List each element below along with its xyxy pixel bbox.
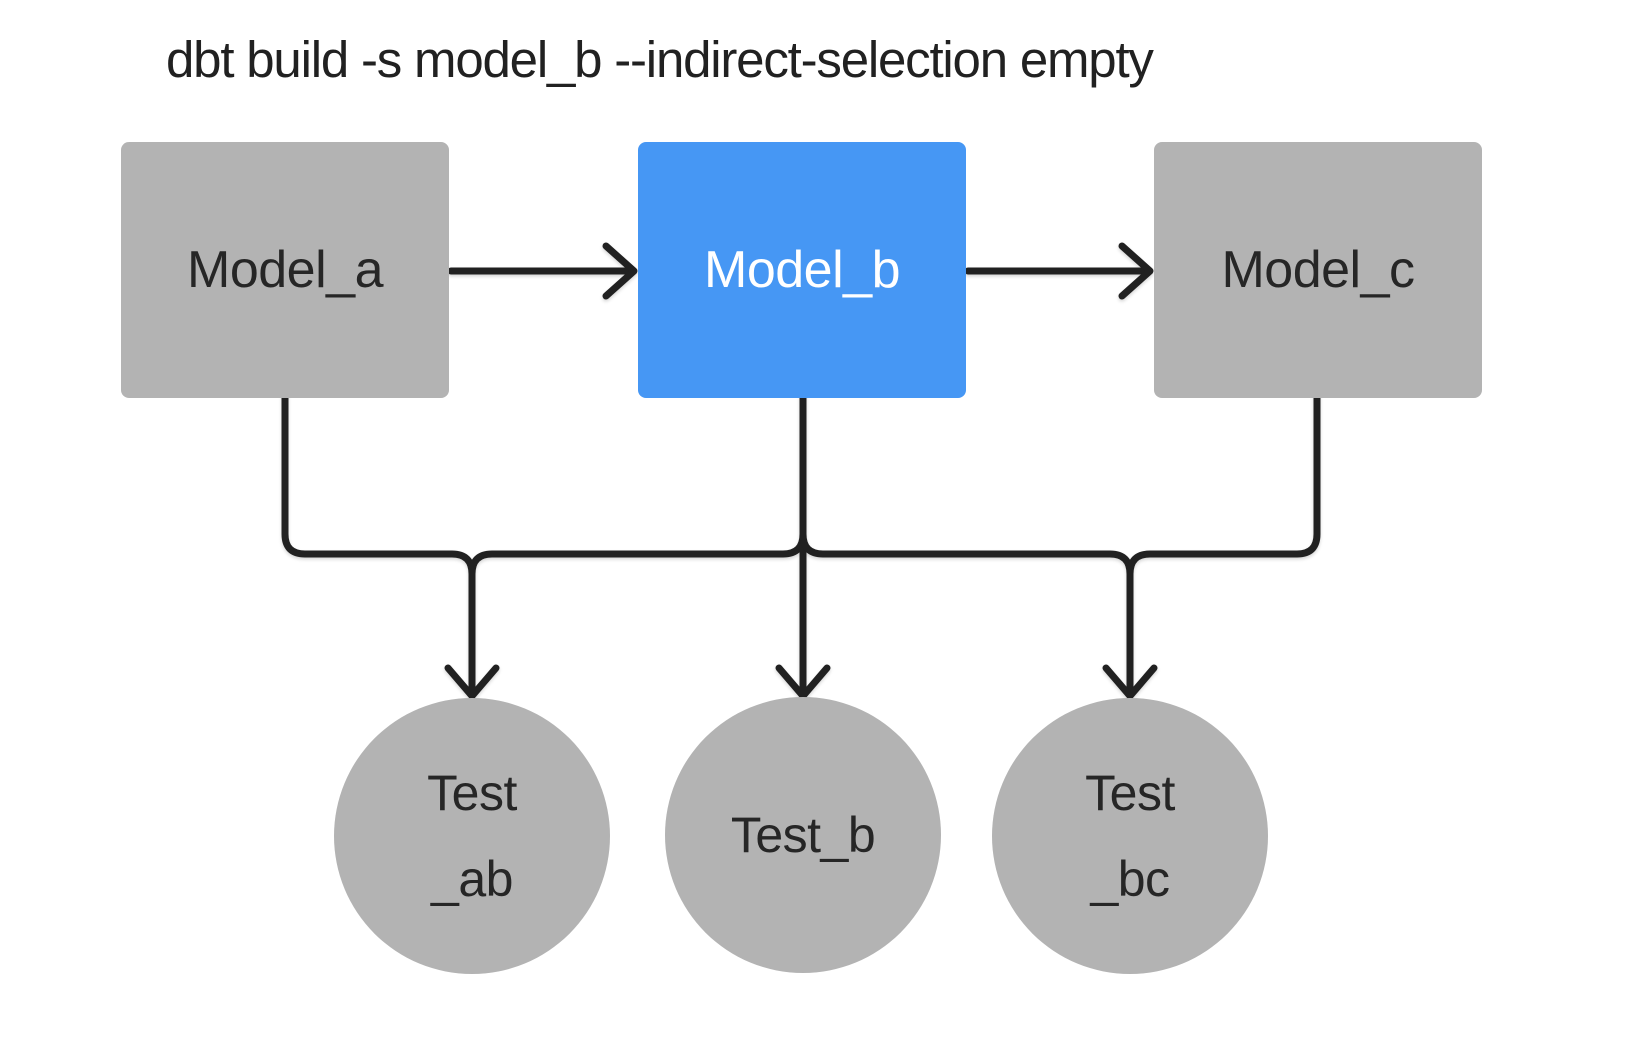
model-b-node-selected: Model_b xyxy=(638,142,966,398)
test-b-label: Test_b xyxy=(730,807,876,863)
model-c-label: Model_c xyxy=(1221,241,1415,299)
model-b-label: Model_b xyxy=(704,241,900,299)
test-ab-label-line-2: _ab xyxy=(431,851,513,907)
arrowhead-test-b-icon xyxy=(775,664,831,700)
test-ab-node: Test _ab xyxy=(334,698,610,974)
edge-model-c-to-test-bc xyxy=(1126,392,1321,698)
edge-model-b-to-test-bc xyxy=(799,392,1134,698)
test-b-node: Test_b xyxy=(665,697,941,973)
model-a-node: Model_a xyxy=(121,142,449,398)
test-bc-node: Test _bc xyxy=(992,698,1268,974)
arrowhead-model-b-icon xyxy=(602,242,638,300)
arrowhead-test-ab-icon xyxy=(444,664,500,700)
arrowhead-test-bc-icon xyxy=(1102,664,1158,700)
test-bc-label-line-1: Test xyxy=(1085,765,1175,821)
test-bc-label-line-2: _bc xyxy=(1090,851,1170,907)
edge-model-a-to-test-ab xyxy=(281,392,476,698)
model-c-node: Model_c xyxy=(1154,142,1482,398)
model-a-label: Model_a xyxy=(187,241,383,299)
arrowhead-model-c-icon xyxy=(1118,242,1154,300)
diagram-title: dbt build -s model_b --indirect-selectio… xyxy=(166,31,1154,88)
test-ab-label-line-1: Test xyxy=(427,765,517,821)
edge-model-b-to-test-ab xyxy=(468,392,807,698)
